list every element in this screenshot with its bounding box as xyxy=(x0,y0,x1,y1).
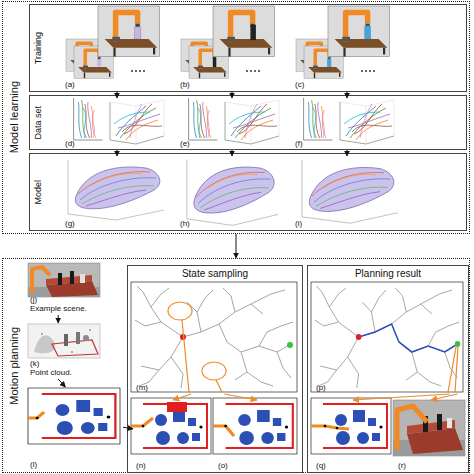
text-holder: (k)Point cloud. xyxy=(30,360,72,378)
panel-label: (i) xyxy=(295,220,302,229)
flow-arrow xyxy=(431,394,457,400)
flow-arrow xyxy=(353,394,450,400)
figure-panel: (g) xyxy=(62,156,172,230)
row-title: Model xyxy=(34,180,44,205)
text-holder: (j)Example scene. xyxy=(30,296,87,314)
flow-arrow xyxy=(236,234,237,258)
figure-panel: (q) xyxy=(313,400,393,472)
flow-arrow xyxy=(123,427,133,428)
panel-label: (l) xyxy=(30,461,37,470)
figure-panel: (n) xyxy=(133,400,213,472)
panel-label: (a) xyxy=(65,81,75,90)
panel-label: (m) xyxy=(136,384,148,393)
text-holder: Data set xyxy=(30,96,48,149)
panel-label: (n) xyxy=(136,462,146,471)
stage-box: State sampling (m) (n) (o) xyxy=(127,265,303,473)
figure-panel: (f) xyxy=(292,98,402,150)
panel-label: (h) xyxy=(180,220,190,229)
row-title: Data set xyxy=(34,106,44,140)
panel-label: (r) xyxy=(398,462,406,471)
row-band: Training (a) (b) (c) xyxy=(29,4,467,92)
text-holder: Planning result xyxy=(308,268,468,279)
figure-panel: (d) xyxy=(62,98,172,150)
flow-arrow xyxy=(173,394,191,400)
panel-label: (o) xyxy=(218,462,228,471)
text-holder: (g) xyxy=(65,220,75,229)
figure-panel: (c) xyxy=(292,7,402,91)
section-box: Motion planning State sampling (m) (n) (o) Pl… xyxy=(2,258,470,473)
section-title: Model learning xyxy=(8,81,20,153)
text-holder: (d) xyxy=(65,140,75,149)
text-holder: (l) xyxy=(30,461,37,470)
text-holder: (e) xyxy=(180,140,190,149)
figure-panel: (r) xyxy=(395,400,467,472)
panel-label: (k) xyxy=(30,360,72,369)
panel-label: (e) xyxy=(180,140,190,149)
panel-label: Point cloud. xyxy=(30,369,72,378)
figure-panel: (j)Example scene. xyxy=(27,263,105,315)
text-holder: (i) xyxy=(295,220,302,229)
flow-arrow xyxy=(224,394,257,400)
row-band: Model (g) (h) (i) xyxy=(29,153,467,231)
figure-panel: (o) xyxy=(215,400,299,472)
stage-title: State sampling xyxy=(128,268,302,279)
text-holder: (h) xyxy=(180,220,190,229)
panel-label: (g) xyxy=(65,220,75,229)
figure-panel: (h) xyxy=(177,156,287,230)
text-holder: (m) xyxy=(136,384,148,393)
text-holder: Training xyxy=(30,5,48,91)
figure-panel: (a) xyxy=(62,7,172,91)
row-band: Data set (d) (e) (f) xyxy=(29,95,467,150)
text-holder: State sampling xyxy=(128,268,302,279)
text-holder: (p) xyxy=(316,384,326,393)
figure-panel: (b) xyxy=(177,7,287,91)
flow-arrow xyxy=(58,379,65,387)
figure-panel: (l) xyxy=(27,387,123,471)
section-box: Model learning Training (a) (b) (c) Data set (… xyxy=(2,1,470,234)
text-holder: Model learning xyxy=(3,2,25,233)
text-holder: (q) xyxy=(316,462,326,471)
panel-label: (c) xyxy=(295,81,304,90)
panel-label: Example scene. xyxy=(30,305,87,314)
text-holder: (n) xyxy=(136,462,146,471)
panel-label: (f) xyxy=(295,140,303,149)
text-holder: (a) xyxy=(65,81,75,90)
text-holder: Motion planning xyxy=(3,259,25,472)
panel-label: (b) xyxy=(180,81,190,90)
text-holder: (c) xyxy=(295,81,304,90)
text-holder: (r) xyxy=(398,462,406,471)
section-title: Motion planning xyxy=(8,327,20,405)
text-holder: (b) xyxy=(180,81,190,90)
panel-label: (j) xyxy=(30,296,87,305)
stage-title: Planning result xyxy=(308,268,468,279)
figure-panel: (e) xyxy=(177,98,287,150)
stage-box: Planning result (p) (q) (r) xyxy=(307,265,469,473)
figure-panel: (p) xyxy=(313,284,465,394)
panel-label: (p) xyxy=(316,384,326,393)
figure-panel: (m) xyxy=(133,284,299,394)
figure-panel: (k)Point cloud. xyxy=(27,323,105,379)
panel-label: (d) xyxy=(65,140,75,149)
panel-label: (q) xyxy=(316,462,326,471)
row-title: Training xyxy=(34,32,44,64)
flow-arrow xyxy=(58,315,59,323)
text-holder: (f) xyxy=(295,140,303,149)
text-holder: Model xyxy=(30,154,48,230)
figure-panel: (i) xyxy=(292,156,402,230)
text-holder: (o) xyxy=(218,462,228,471)
